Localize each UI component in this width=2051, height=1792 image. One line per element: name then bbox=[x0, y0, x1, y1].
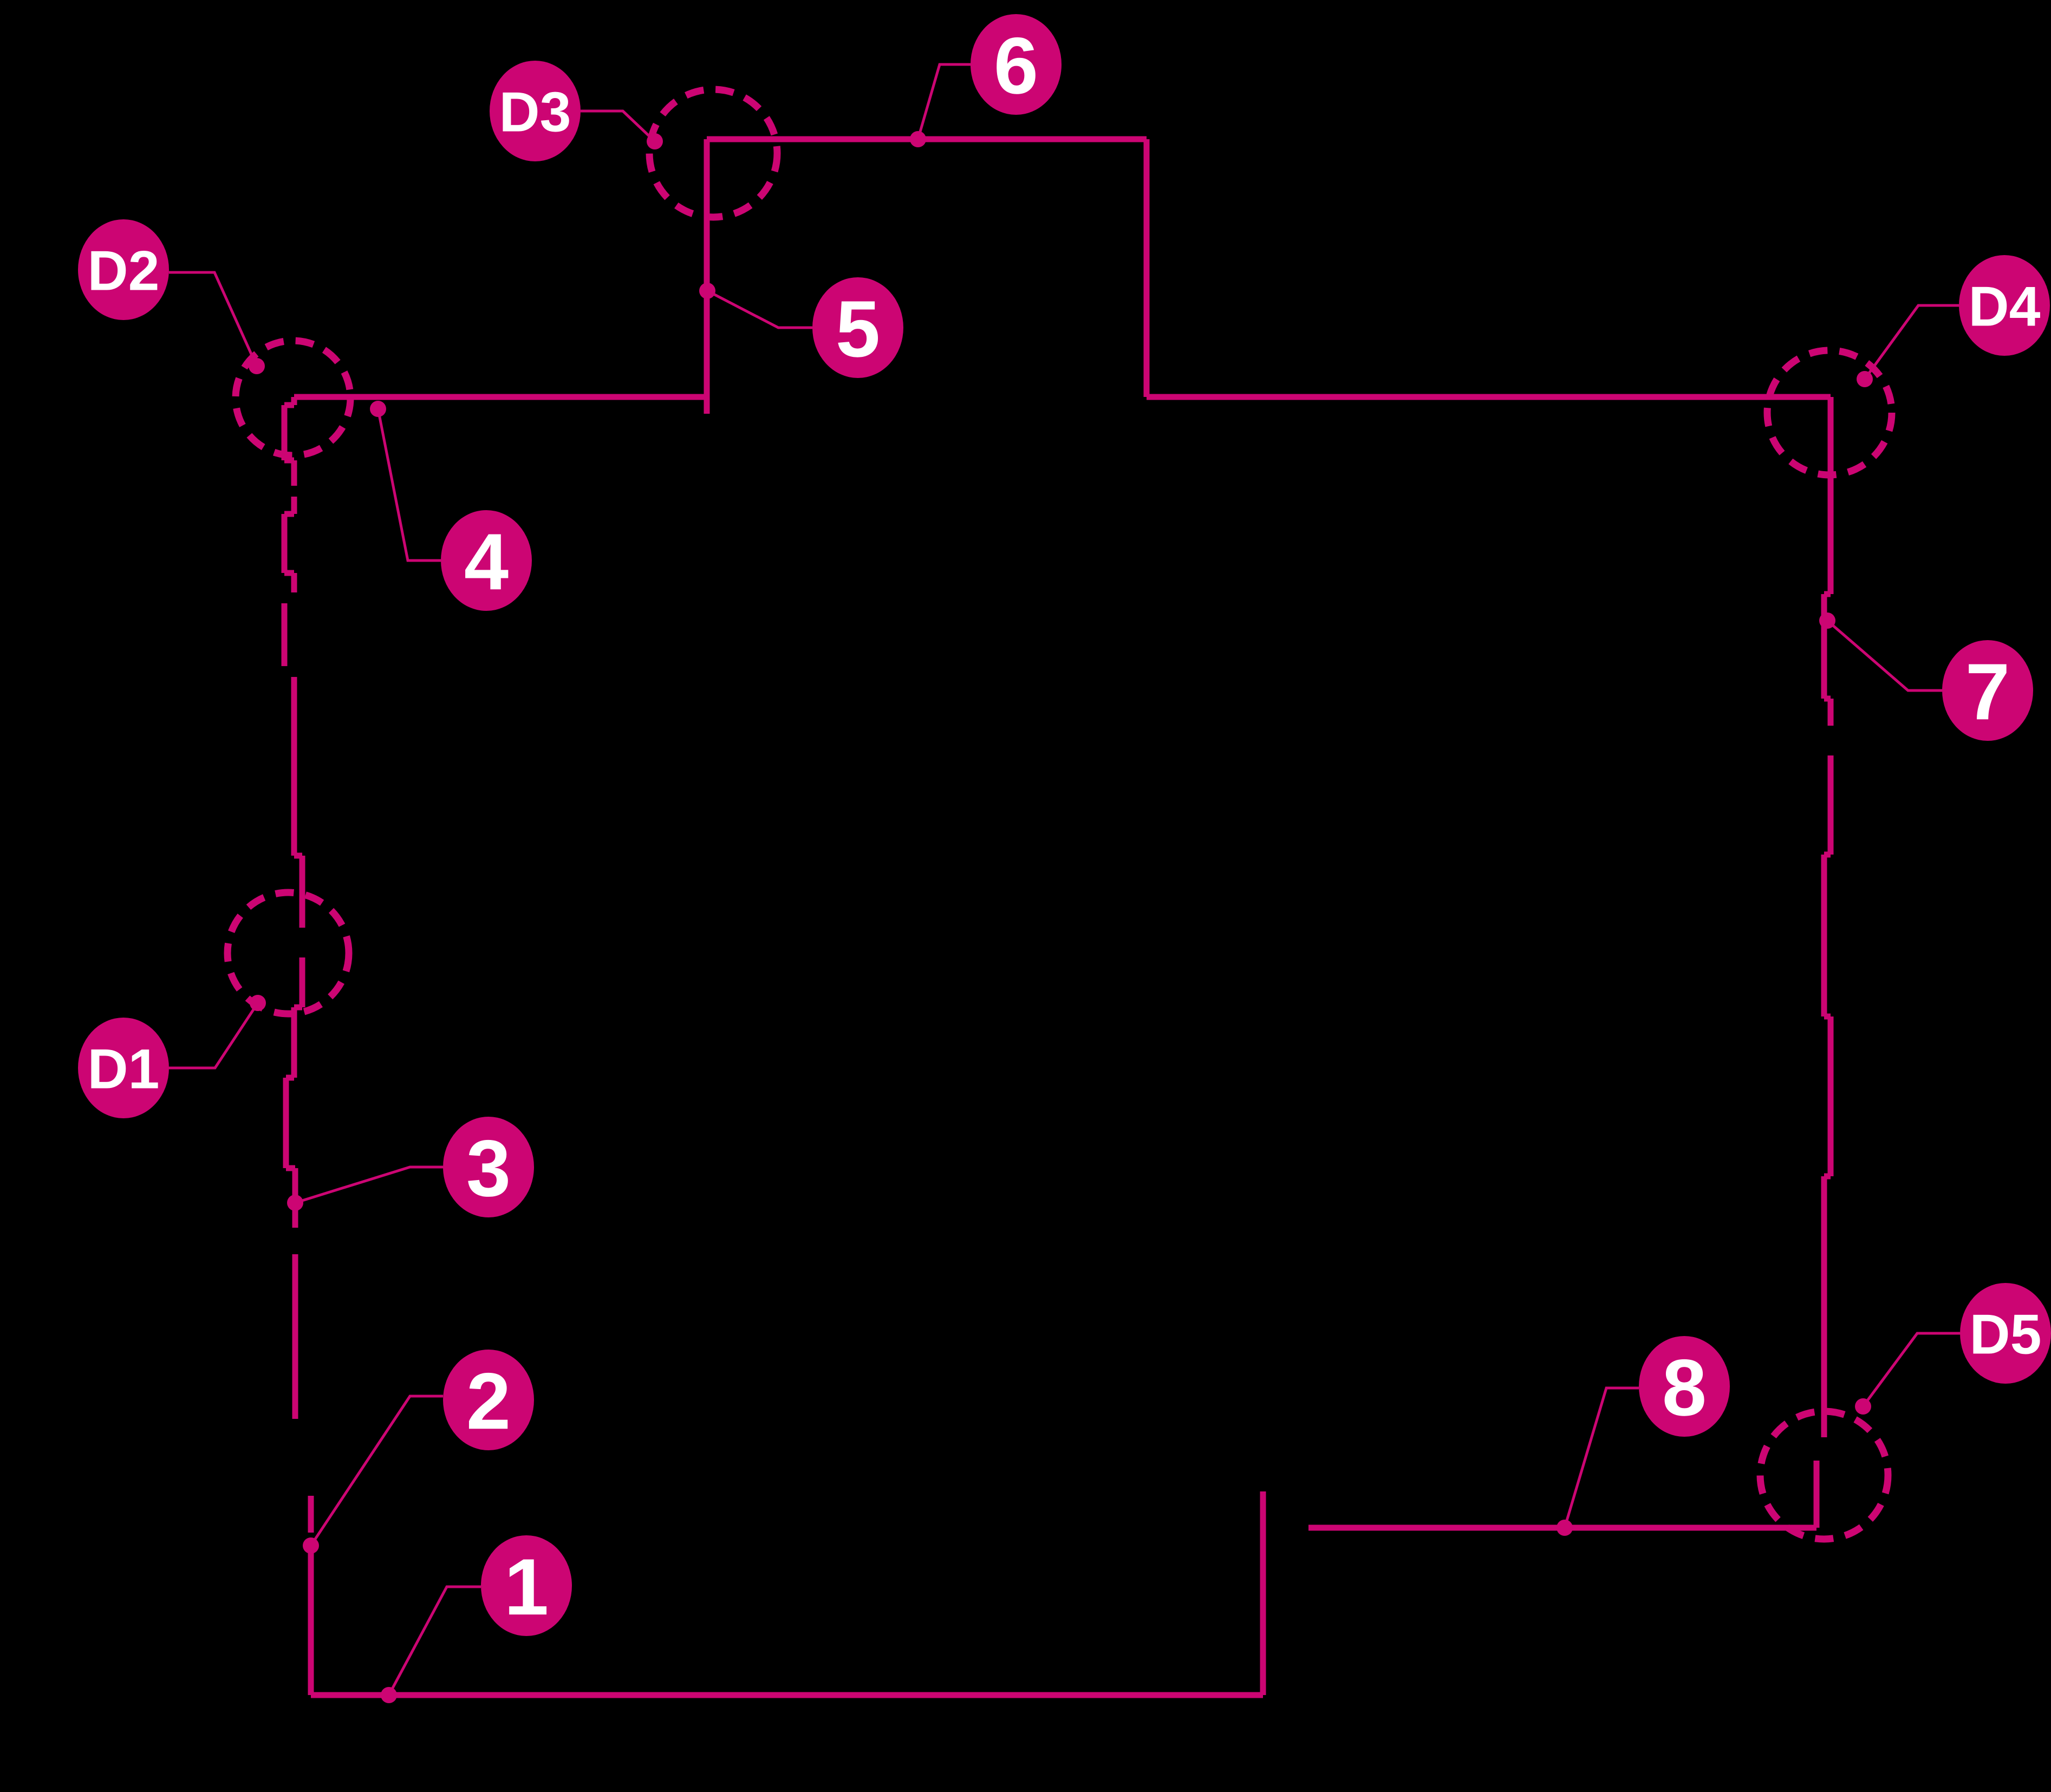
leader-dot-7 bbox=[1819, 612, 1835, 629]
badge-7 bbox=[1942, 640, 2033, 741]
detail-circle-D2 bbox=[232, 337, 354, 459]
leader-line-D4 bbox=[1863, 304, 1959, 380]
badge-label-2: 2 bbox=[466, 1357, 511, 1446]
badge-label-3: 3 bbox=[466, 1124, 511, 1213]
leader-dot-6 bbox=[910, 131, 926, 147]
leader-dot-D5 bbox=[1855, 1398, 1871, 1415]
badge-D1 bbox=[78, 1018, 169, 1118]
leader-line-4 bbox=[376, 408, 441, 562]
badge-label-5: 5 bbox=[836, 284, 880, 374]
leader-line-7 bbox=[1826, 620, 1942, 692]
leader-line-D5 bbox=[1861, 1332, 1960, 1407]
leader-dot-D3 bbox=[647, 133, 663, 149]
leader-dot-2 bbox=[303, 1537, 319, 1554]
badge-label-8: 8 bbox=[1662, 1343, 1707, 1432]
leader-line-6 bbox=[916, 63, 971, 140]
leader-line-2 bbox=[309, 1394, 443, 1547]
detail-circle-D5 bbox=[1756, 1407, 1892, 1543]
leader-dot-4 bbox=[370, 401, 386, 417]
detail-circle-D1 bbox=[224, 889, 353, 1018]
leader-line-3 bbox=[295, 1165, 443, 1204]
badge-6 bbox=[971, 14, 1062, 115]
detail-circle-D4 bbox=[1763, 347, 1896, 479]
badge-label-D5: D5 bbox=[1970, 1303, 2042, 1366]
badge-5 bbox=[812, 277, 903, 378]
badge-label-D4: D4 bbox=[1969, 275, 2041, 338]
badge-1 bbox=[481, 1535, 572, 1636]
badge-8 bbox=[1639, 1336, 1730, 1437]
badge-D4 bbox=[1959, 255, 2050, 356]
leader-line-D1 bbox=[169, 1002, 259, 1070]
detail-circle-D3 bbox=[646, 86, 781, 221]
leader-line-D3 bbox=[581, 109, 656, 142]
badge-D2 bbox=[78, 219, 169, 320]
badge-4 bbox=[441, 510, 532, 611]
leader-dot-1 bbox=[381, 1687, 397, 1703]
leader-dot-5 bbox=[699, 283, 715, 299]
badge-label-D1: D1 bbox=[88, 1038, 160, 1100]
badge-label-1: 1 bbox=[504, 1542, 549, 1632]
badge-label-D3: D3 bbox=[499, 81, 571, 144]
badge-D5 bbox=[1960, 1283, 2051, 1384]
leader-line-D2 bbox=[169, 271, 258, 367]
leader-dot-D4 bbox=[1857, 371, 1873, 387]
leader-dot-D1 bbox=[250, 995, 266, 1011]
badge-label-7: 7 bbox=[1965, 647, 2010, 737]
leader-dot-3 bbox=[287, 1195, 303, 1211]
leader-line-8 bbox=[1563, 1386, 1639, 1528]
badge-2 bbox=[443, 1350, 534, 1450]
leader-line-1 bbox=[387, 1585, 481, 1696]
leader-dot-D2 bbox=[249, 358, 265, 374]
badge-D3 bbox=[490, 61, 581, 161]
badge-label-6: 6 bbox=[994, 21, 1038, 110]
leader-dot-8 bbox=[1557, 1520, 1573, 1536]
badge-3 bbox=[443, 1117, 534, 1217]
badge-label-4: 4 bbox=[464, 517, 509, 607]
leader-line-5 bbox=[706, 289, 812, 329]
badge-label-D2: D2 bbox=[88, 239, 160, 302]
